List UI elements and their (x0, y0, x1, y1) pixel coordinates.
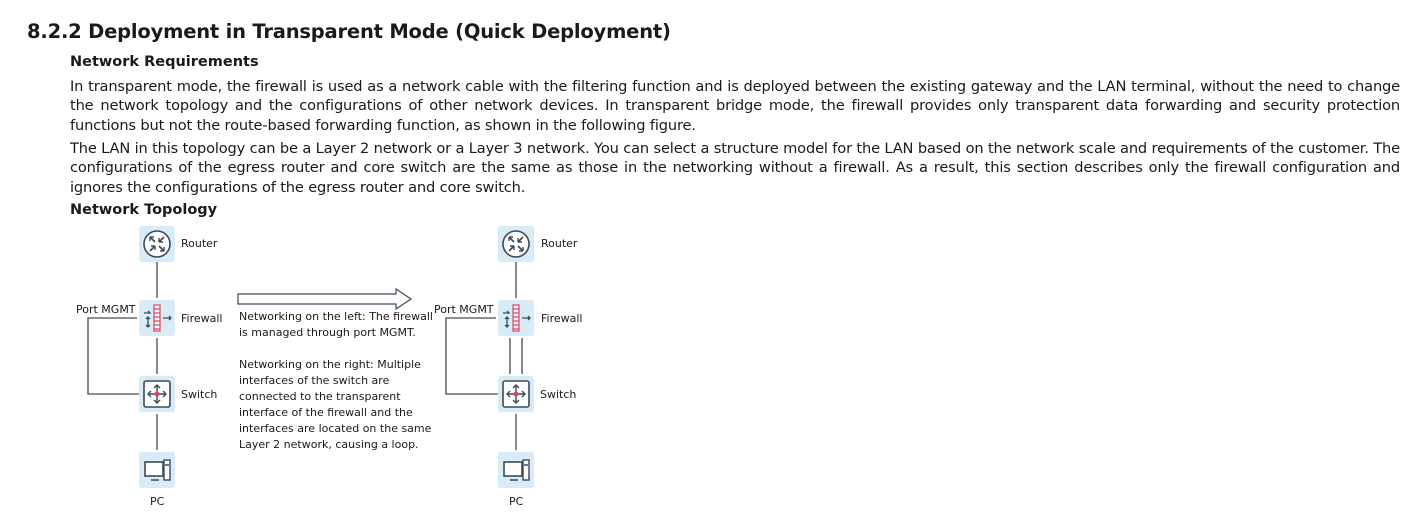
firewall-icon (497, 299, 535, 337)
requirements-paragraph-1: In transparent mode, the firewall is use… (70, 78, 1400, 134)
router-icon (138, 225, 176, 263)
right-port-mgmt-label: Port MGMT (434, 303, 494, 316)
pc-icon (497, 451, 535, 489)
section-title: 8.2.2 Deployment in Transparent Mode (Qu… (27, 20, 671, 43)
router-icon (497, 225, 535, 263)
note-left-line-2: is managed through port MGMT. (239, 326, 416, 339)
network-topology-heading: Network Topology (70, 202, 218, 218)
right-arrow-icon (237, 287, 413, 311)
right-mgmt-link (445, 317, 498, 395)
note-right-line-5: interfaces are located on the same (239, 422, 432, 435)
note-right-line-3: connected to the transparent (239, 390, 401, 403)
section-number: 8.2.2 (27, 20, 82, 43)
pc-icon (138, 451, 176, 489)
network-requirements-heading: Network Requirements (70, 54, 259, 70)
left-firewall-label: Firewall (181, 312, 222, 325)
requirements-paragraph-2: The LAN in this topology can be a Layer … (70, 140, 1400, 196)
right-topology: Router Port MGMT Firewall Switch PC (434, 225, 582, 508)
note-right-line-2: interfaces of the switch are (239, 374, 390, 387)
left-mgmt-link (87, 317, 139, 395)
note-left-line-1: Networking on the left: The firewall (239, 310, 433, 323)
firewall-icon (138, 299, 176, 337)
left-port-mgmt-label: Port MGMT (76, 303, 136, 316)
note-right-line-6: Layer 2 network, causing a loop. (239, 438, 419, 451)
right-router-label: Router (541, 237, 578, 250)
left-router-label: Router (181, 237, 218, 250)
left-pc-label: PC (150, 495, 165, 508)
section-title-text: Deployment in Transparent Mode (Quick De… (88, 20, 671, 43)
left-switch-label: Switch (181, 388, 217, 401)
right-switch-label: Switch (540, 388, 576, 401)
right-firewall-label: Firewall (541, 312, 582, 325)
note-right-line-1: Networking on the right: Multiple (239, 358, 421, 371)
switch-icon (497, 375, 535, 413)
note-right-line-4: interface of the firewall and the (239, 406, 413, 419)
switch-icon (138, 375, 176, 413)
right-pc-label: PC (509, 495, 524, 508)
left-topology: Router Port MGMT Firewall Switch PC (76, 225, 222, 508)
